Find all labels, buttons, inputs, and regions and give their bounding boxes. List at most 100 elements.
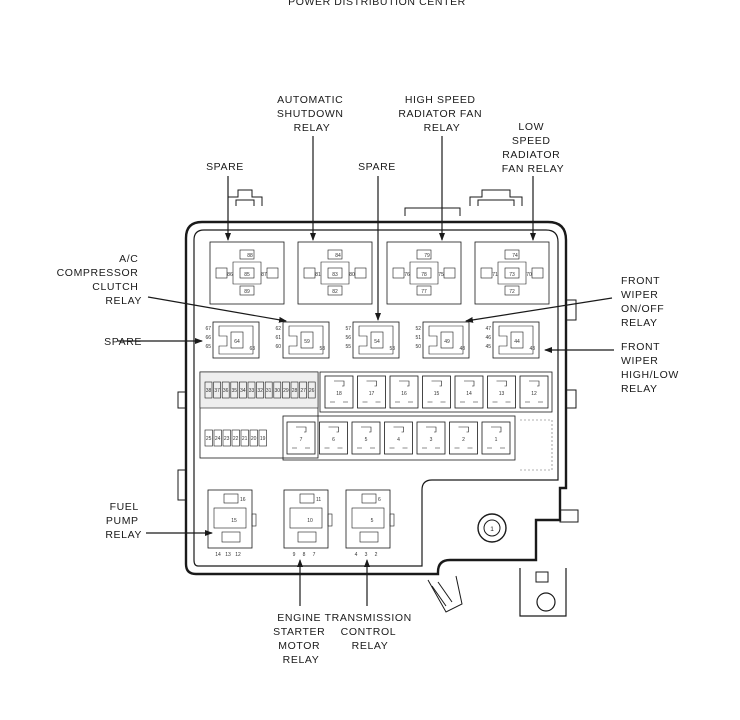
callout-spare-middle: SPARE [358, 161, 396, 173]
cartridge-fuse: 15 [422, 375, 451, 409]
fuse-number: 17 [369, 391, 375, 397]
fuse-number: 35 [232, 388, 238, 394]
mini-fuse: 31 [264, 381, 273, 399]
fuse-clip [328, 426, 339, 433]
fuse-body [290, 381, 299, 399]
cartridge-fuse: 18 [324, 375, 354, 409]
relay-latch [327, 513, 333, 527]
terminal [504, 267, 520, 279]
relay-frame [498, 325, 534, 355]
fuse-clip [366, 380, 377, 387]
fuse-number: 33 [249, 388, 255, 394]
pin-number: 89 [244, 289, 250, 295]
cartridge-fuse: 13 [487, 375, 516, 409]
pin-number: 55 [345, 344, 351, 350]
terminal [299, 493, 315, 504]
fuse-body [239, 381, 247, 399]
fuse-body [519, 375, 549, 409]
fuse-clip [399, 380, 410, 387]
pin-number: 61 [275, 335, 281, 341]
fuse-number: 6 [332, 437, 335, 443]
callout-spare-side: SPARE [104, 336, 142, 348]
terminal [480, 267, 493, 279]
fuse-number: 3 [430, 437, 433, 443]
terminal [354, 267, 367, 279]
terminal [351, 507, 385, 529]
diagram-title: POWER DISTRIBUTION CENTER [288, 0, 466, 8]
fuse-body [221, 381, 230, 399]
callout-ac-clutch-relay: A/C COMPRESSOR CLUTCH RELAY [57, 253, 142, 307]
pin-number: 65 [205, 344, 211, 350]
pin-number: 82 [332, 289, 338, 295]
terminal [510, 331, 524, 349]
mini-fuse: 21 [240, 429, 249, 447]
mini-fuse: 19 [258, 429, 267, 447]
callout-wiper-high-low-relay: FRONT WIPER HIGH/LOW RELAY [621, 341, 682, 395]
relay-outline [474, 241, 550, 305]
fuse-body [389, 375, 419, 409]
pin-number: 58 [319, 346, 325, 352]
pin-number: 3 [365, 552, 368, 558]
terminal [392, 267, 405, 279]
relay-frame [358, 325, 394, 355]
terminal [297, 531, 317, 543]
callout-high-speed-fan-relay: HIGH SPEED RADIATOR FAN RELAY [398, 94, 485, 134]
terminal [215, 267, 228, 279]
fuse-body [384, 421, 413, 455]
pin-number: 47 [485, 326, 491, 332]
pin-number: 10 [307, 518, 313, 524]
pin-number: 12 [235, 552, 241, 558]
relay-frame [320, 261, 350, 285]
fuse-number: 5 [365, 437, 368, 443]
pin-number: 67 [205, 326, 211, 332]
fuse-body [213, 381, 221, 399]
terminal [289, 507, 323, 529]
terminal [266, 267, 279, 279]
terminal [504, 249, 520, 260]
pin-number: 87 [261, 272, 267, 278]
pin-number: 75 [438, 272, 444, 278]
mini-fuse: 38 [204, 381, 213, 399]
terminal [239, 267, 255, 279]
pin-number: 62 [275, 326, 281, 332]
fuse-body [351, 421, 381, 455]
fuse-number: 34 [240, 388, 246, 394]
terminal [531, 267, 544, 279]
fuse-number: 15 [434, 391, 440, 397]
fuse-body [454, 375, 484, 409]
relay-outline [297, 241, 373, 305]
pdc-housing [177, 189, 579, 617]
pin-number: 54 [374, 339, 380, 345]
callout-fuel-pump-relay: FUEL PUMP RELAY [105, 501, 142, 541]
fuse-number: 27 [300, 388, 306, 394]
pin-number: 85 [244, 272, 250, 278]
pin-number: 77 [421, 289, 427, 295]
fuse-number: 36 [223, 388, 229, 394]
terminal [327, 267, 343, 279]
relay-frame [409, 261, 439, 285]
micro-relay-row: 6766656463626160595857565554535251504948… [205, 321, 540, 359]
fuse-number: 18 [336, 391, 342, 397]
fuse-clip [491, 426, 502, 433]
fuse-body [230, 381, 239, 399]
fuse-number: 31 [266, 388, 272, 394]
fuse-number: 32 [257, 388, 263, 394]
mini-fuse: 35 [230, 381, 239, 399]
terminal [327, 285, 343, 296]
pin-number: 73 [509, 272, 515, 278]
relay-outline [345, 489, 391, 549]
cartridge-fuse: 14 [454, 375, 484, 409]
pin-number: 79 [424, 253, 430, 259]
mini-fuse: 34 [239, 381, 247, 399]
fuse-row-bottom-outline [282, 415, 516, 461]
pin-number: 74 [512, 253, 518, 259]
pin-number: 88 [247, 253, 253, 259]
pin-number: 13 [225, 552, 231, 558]
pin-number: 76 [404, 272, 410, 278]
terminal [440, 331, 454, 349]
terminal [361, 493, 377, 504]
